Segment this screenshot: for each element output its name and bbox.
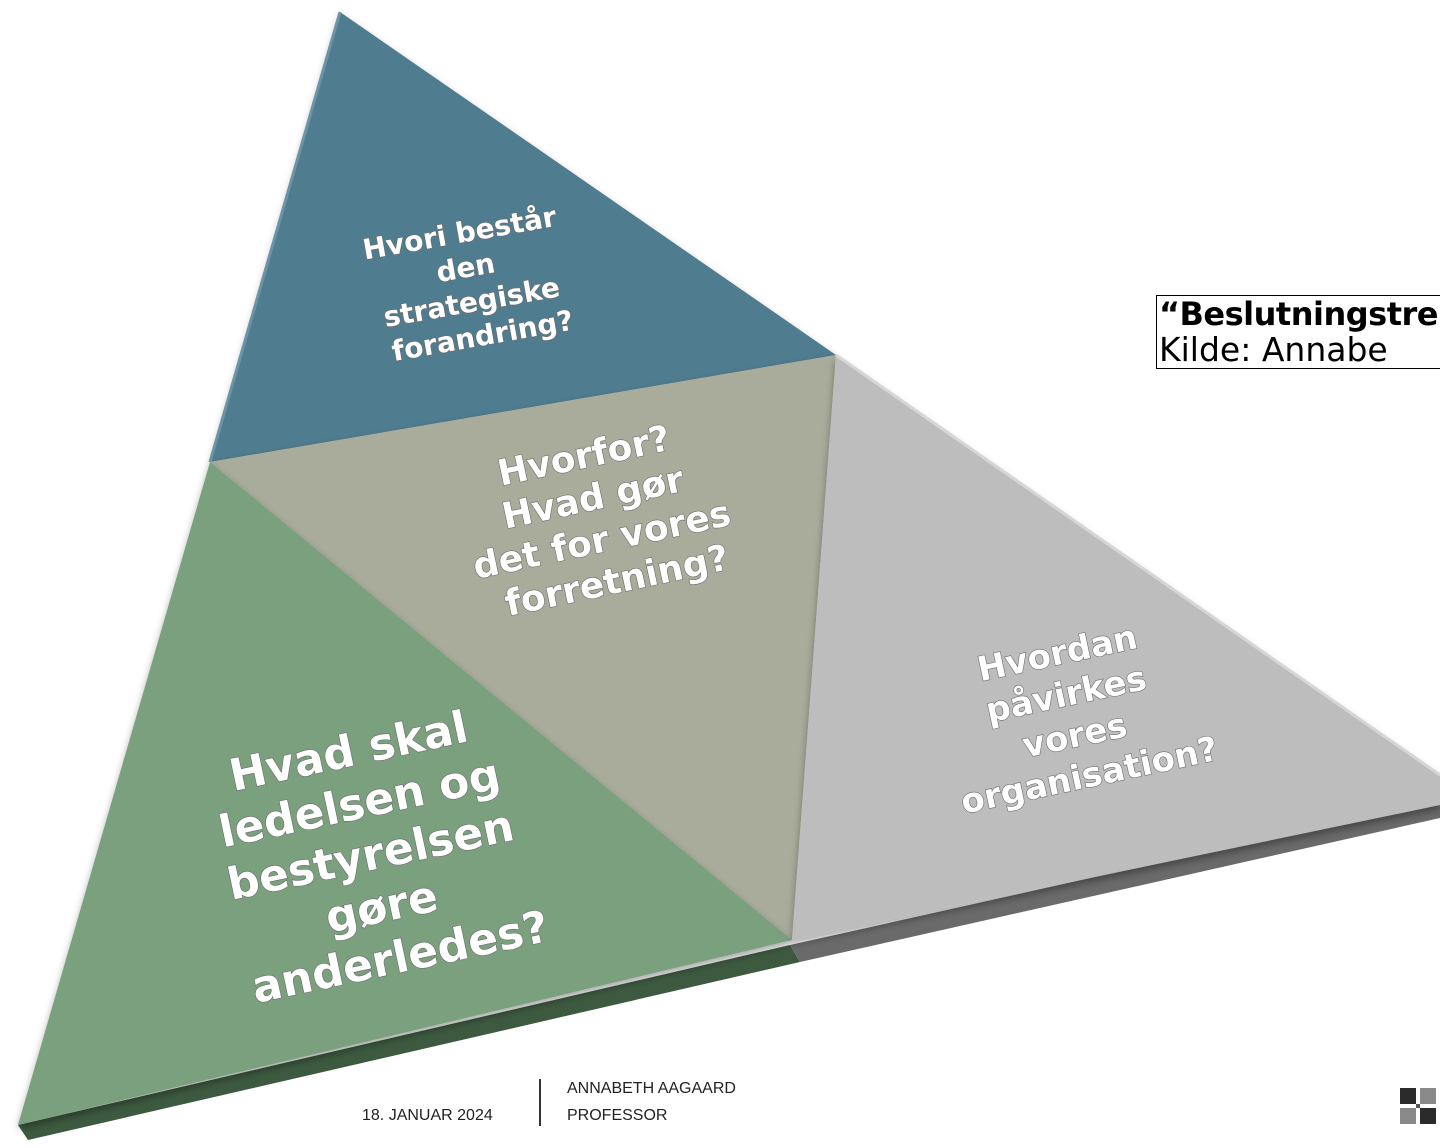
logo-icon [1400, 1088, 1436, 1124]
right-triangle [792, 355, 1440, 940]
footer-author-role: PROFESSOR [567, 1107, 668, 1124]
caption-source: Kilde: Annabe [1159, 330, 1388, 369]
footer-divider [539, 1079, 541, 1126]
caption-title: “Beslutningstre [1159, 295, 1438, 333]
left-triangle [18, 462, 792, 1125]
center-triangle [210, 355, 836, 940]
footer-date: 18. JANUAR 2024 [362, 1107, 493, 1124]
footer-author-name: ANNABETH AAGAARD [567, 1080, 736, 1097]
left-bottom-edge [18, 945, 800, 1140]
top-triangle [210, 12, 836, 462]
top-bevel-highlight [208, 11, 342, 463]
right-bottom-edge [790, 800, 1440, 962]
caption-box: “Beslutningstre Kilde: Annabe [1156, 295, 1440, 369]
right-bevel-highlight [835, 353, 1440, 777]
